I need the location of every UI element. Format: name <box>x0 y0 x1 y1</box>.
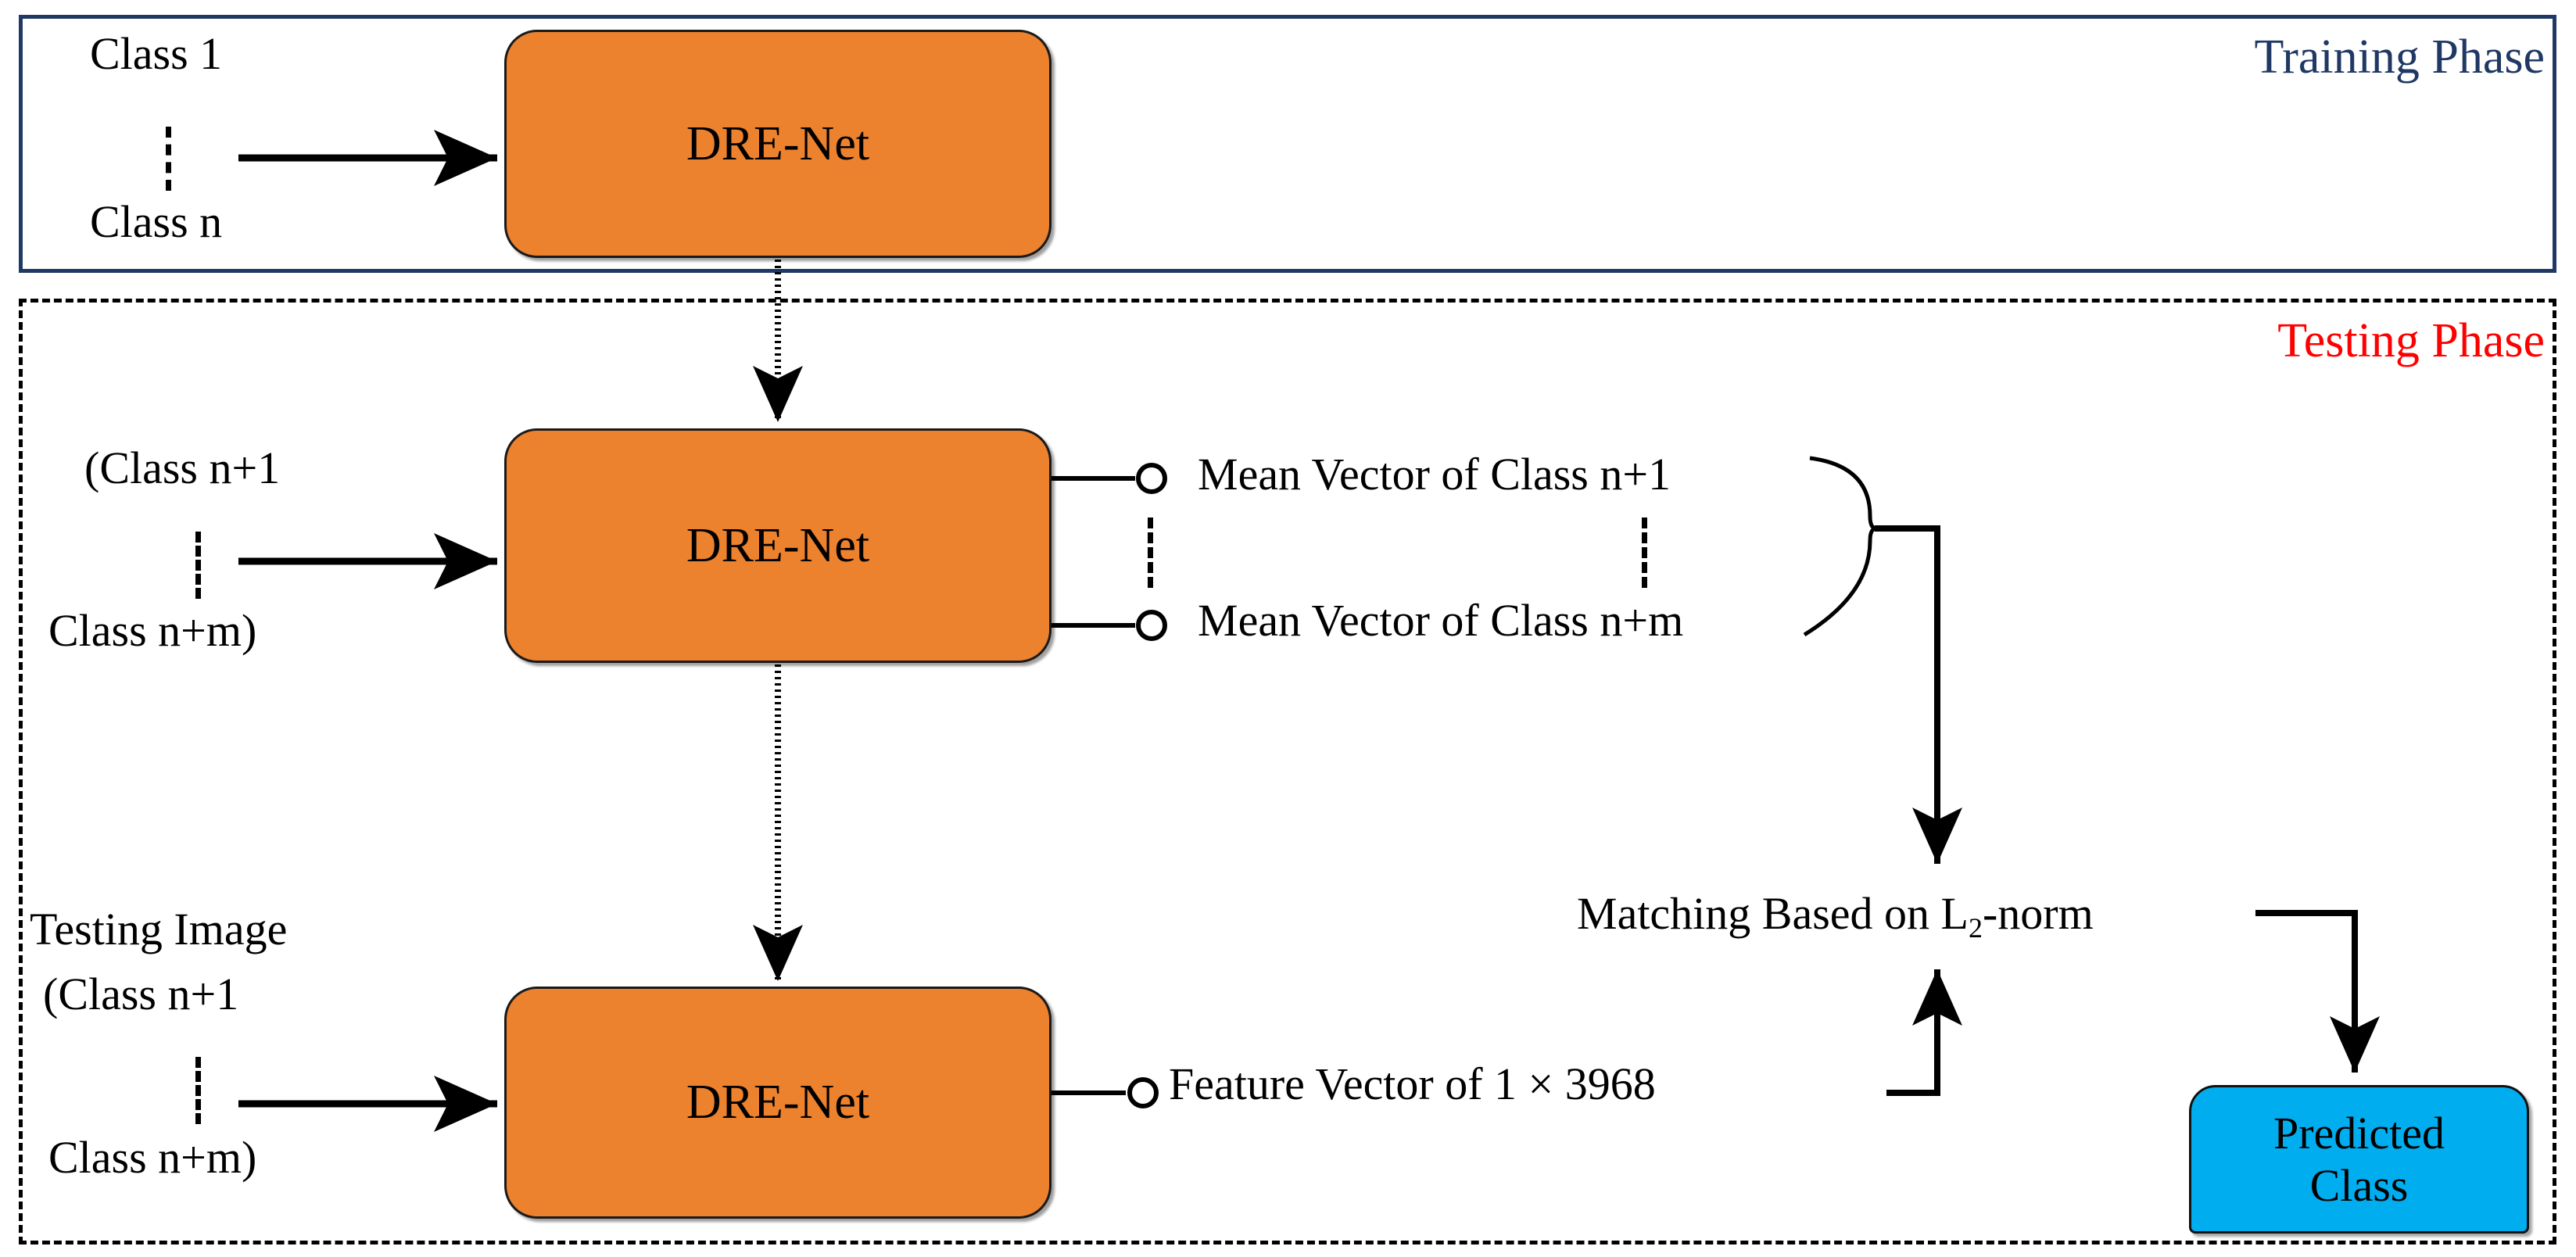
mean-vector-ellipsis-left-icon <box>1148 517 1153 588</box>
mean-vector-first-label: Mean Vector of Class n+1 <box>1198 449 1671 500</box>
predicted-class-line2: Class <box>2309 1160 2409 1211</box>
probe-input-ellipsis-icon <box>195 1057 201 1124</box>
drenet-block-probe-label: DRE-Net <box>686 1076 870 1129</box>
training-input-last-label: Class n <box>90 196 223 247</box>
mean-vector-ellipsis-right-icon <box>1642 517 1647 588</box>
training-phase-label: Training Phase <box>2254 30 2545 84</box>
training-input-first-label: Class 1 <box>90 28 223 79</box>
training-input-ellipsis-icon <box>166 127 171 191</box>
probe-input-first-label: (Class n+1 <box>43 969 239 1019</box>
drenet-block-gallery[interactable]: DRE-Net <box>504 428 1052 663</box>
predicted-class-line1: Predicted <box>2273 1107 2445 1159</box>
drenet-block-gallery-label: DRE-Net <box>686 518 870 572</box>
training-phase-frame <box>19 15 2556 273</box>
matching-subscript-text: 2 <box>1968 911 1983 944</box>
drenet-block-training[interactable]: DRE-Net <box>504 30 1052 258</box>
testing-image-caption-label: Testing Image <box>30 904 288 954</box>
probe-input-last-label: Class n+m) <box>48 1132 257 1183</box>
gallery-input-ellipsis-icon <box>195 532 201 599</box>
gallery-input-first-label: (Class n+1 <box>84 442 281 493</box>
predicted-class-box[interactable]: Predicted Class <box>2189 1085 2529 1234</box>
matching-label: Matching Based on L2-norm <box>1577 891 2094 943</box>
gallery-input-last-label: Class n+m) <box>48 605 257 656</box>
mean-vector-last-label: Mean Vector of Class n+m <box>1198 595 1684 646</box>
matching-prefix-text: Matching Based on L <box>1577 888 1969 939</box>
drenet-block-training-label: DRE-Net <box>686 116 870 170</box>
testing-phase-label: Testing Phase <box>2277 314 2545 367</box>
feature-vector-label: Feature Vector of 1 × 3968 <box>1169 1058 1656 1109</box>
matching-suffix-text: -norm <box>1982 888 2094 939</box>
testing-phase-frame <box>19 299 2556 1244</box>
drenet-block-probe[interactable]: DRE-Net <box>504 987 1052 1219</box>
